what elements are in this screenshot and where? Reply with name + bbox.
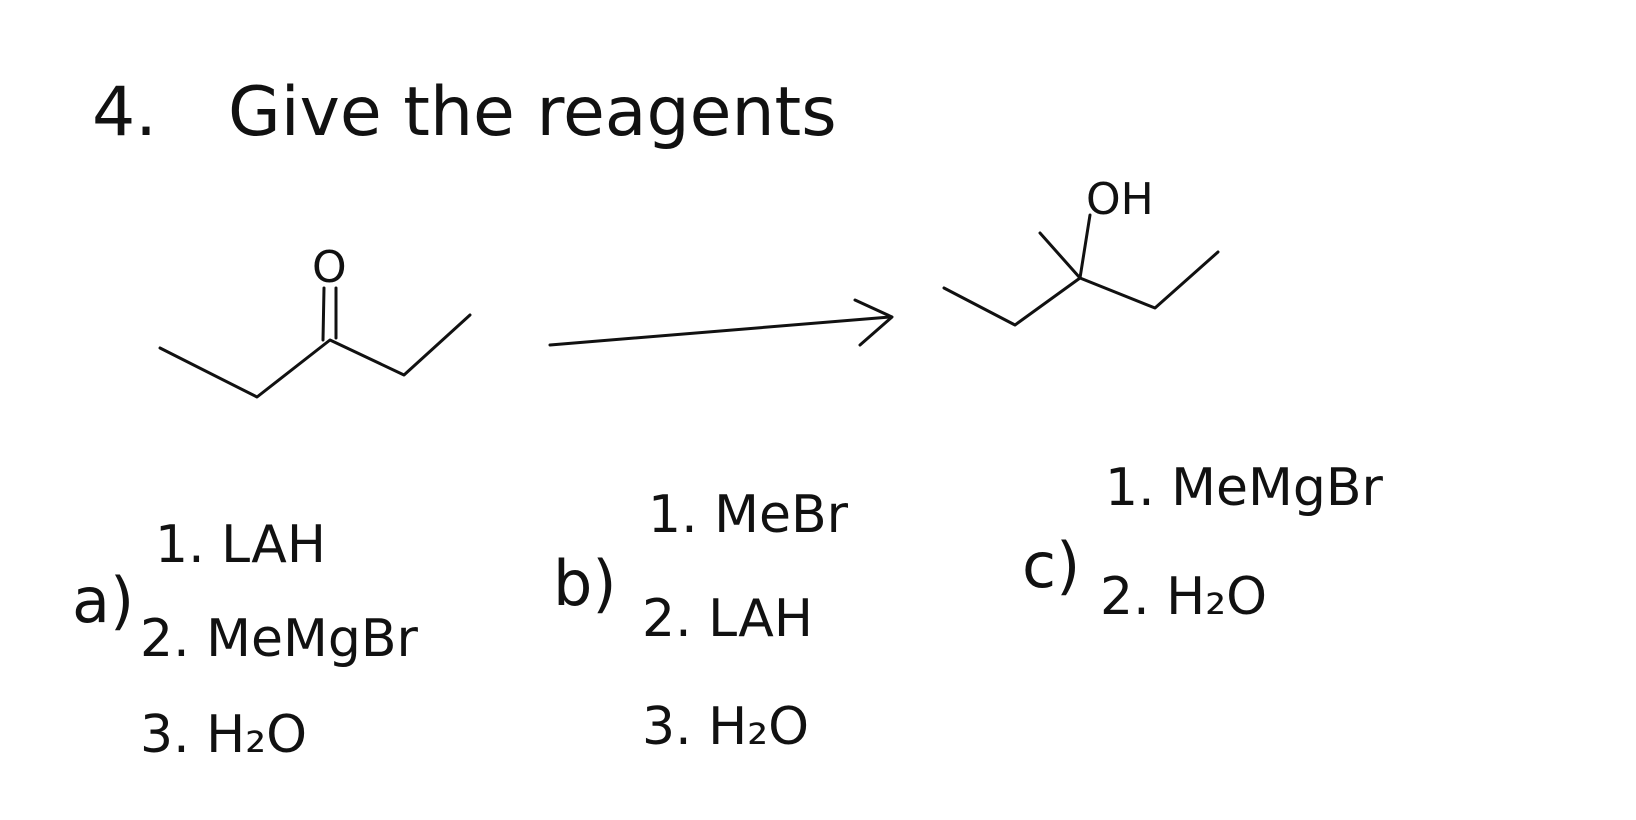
option-b-step-3: 3. H₂O [642,697,809,757]
product-methyl-branch [1038,231,1082,280]
option-a-step-1: 1. LAH [155,515,326,575]
option-b-step-2: 2. LAH [642,589,813,649]
option-a-letter: a) [72,564,134,637]
arrow-head [853,298,894,347]
product-hydroxyl-bond [1078,213,1092,280]
option-b-letter: b) [553,547,617,620]
hydroxyl-label: OH [1086,174,1154,225]
arrow-shaft [548,315,892,347]
option-b-step-1: 1. MeBr [648,485,849,545]
product-structure: OH [942,174,1220,327]
option-c-step-1: 1. MeMgBr [1105,458,1384,518]
reaction-arrow [548,298,894,347]
option-a-step-3: 3. H₂O [140,705,307,765]
reactant-carbon-chain [158,313,472,399]
option-a: a) 1. LAH 2. MeMgBr 3. H₂O [72,515,419,765]
carbonyl-double-bond-left [321,286,326,342]
option-a-step-2: 2. MeMgBr [140,609,419,669]
question-number: 4. [92,73,157,152]
option-b: b) 1. MeBr 2. LAH 3. H₂O [553,485,849,757]
reactant-structure: O [158,242,472,399]
option-c-letter: c) [1022,529,1080,602]
option-c-step-2: 2. H₂O [1100,567,1267,627]
carbonyl-oxygen-label: O [312,242,347,293]
question-text: Give the reagents [228,73,837,152]
option-c: c) 1. MeMgBr 2. H₂O [1022,458,1384,627]
